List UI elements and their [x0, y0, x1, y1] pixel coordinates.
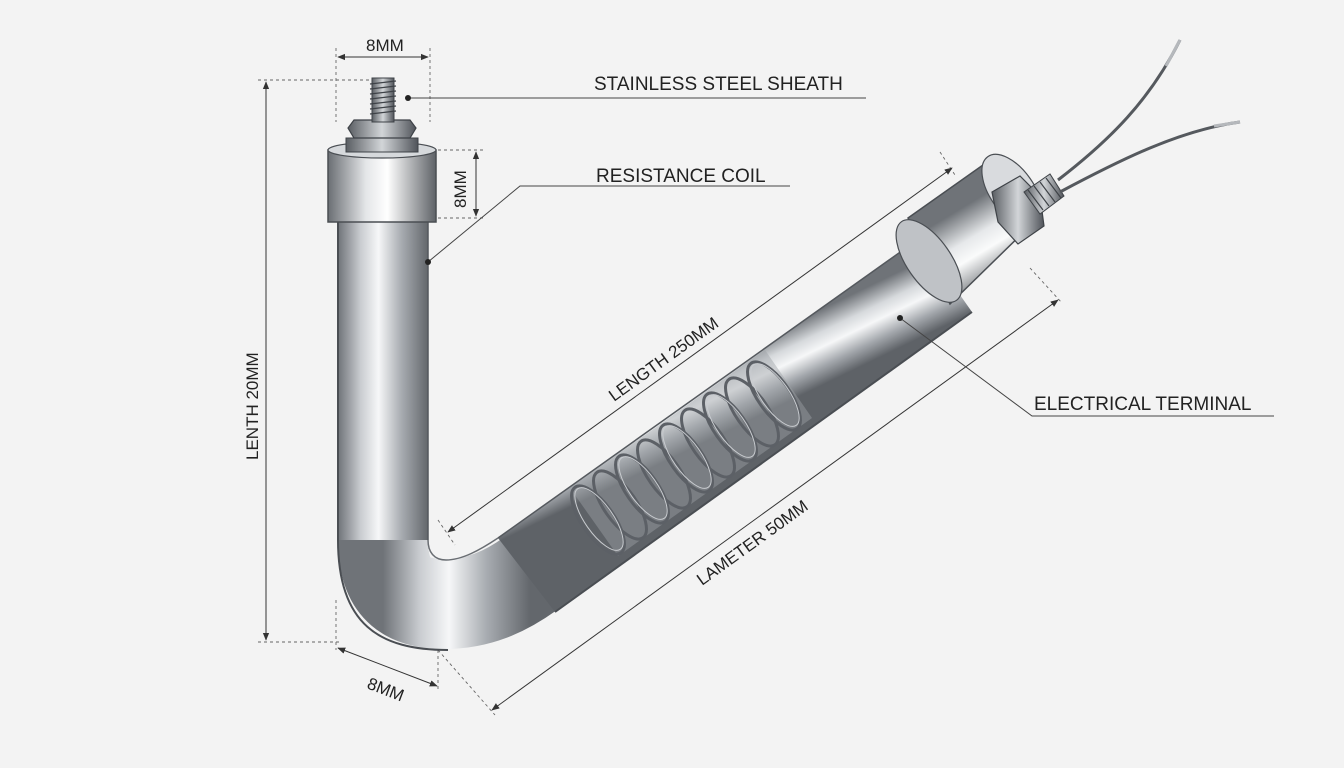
dim-line-diameter — [491, 299, 1059, 711]
wire-1 — [1057, 39, 1182, 182]
terminal-leader-dot — [897, 315, 903, 321]
tube-vertical-section — [338, 222, 428, 540]
dimension-lines — [262, 53, 1059, 711]
dim-label-vertical: LENTH 20MM — [243, 352, 262, 460]
dim-label-collar: 8MM — [451, 170, 470, 208]
top-collar — [327, 149, 437, 223]
tube-bend — [338, 536, 557, 650]
leader-lines — [405, 95, 1274, 417]
dim-label-top-stud: 8MM — [366, 36, 404, 55]
top-stud — [371, 77, 395, 123]
top-fitting — [327, 77, 437, 223]
end-stud — [1023, 173, 1065, 215]
end-fitting — [895, 39, 1241, 306]
dim-label-diameter: LAMETER 50MM — [693, 496, 811, 589]
label-stainless-steel-sheath: STAINLESS STEEL SHEATH — [594, 74, 843, 95]
sheath-leader-dot — [405, 95, 411, 101]
label-resistance-coil: RESISTANCE COIL — [596, 166, 766, 187]
dim-label-bend-width: 8MM — [365, 674, 407, 705]
coil-leader-dot — [425, 259, 431, 265]
dim-line-bend-width — [337, 647, 438, 687]
resistance-coil — [570, 350, 812, 556]
label-electrical-terminal: ELECTRICAL TERMINAL — [1034, 394, 1252, 415]
top-nut — [347, 119, 417, 139]
